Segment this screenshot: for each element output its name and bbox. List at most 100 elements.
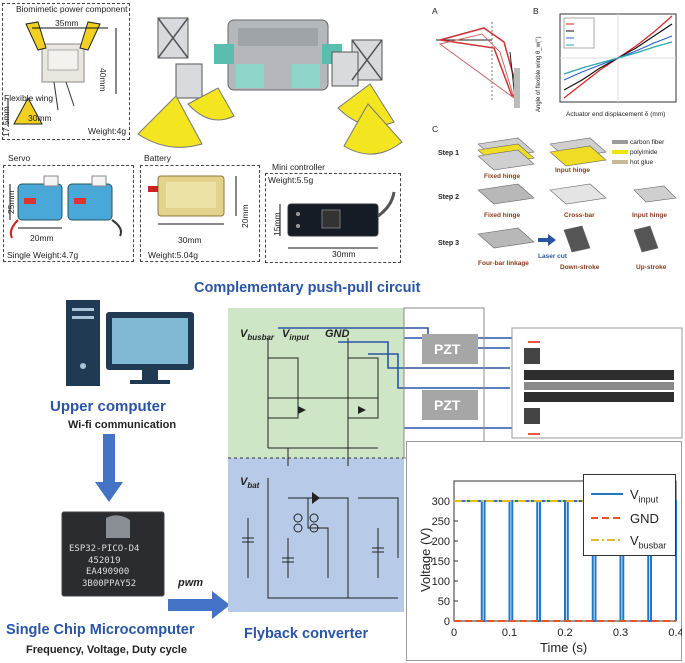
v-bat-main: V — [240, 476, 248, 488]
power-component-panel — [2, 3, 130, 140]
dim-17-5mm: 17.5mm — [1, 106, 11, 137]
battery-title: Battery — [144, 153, 171, 163]
voltage-legend — [583, 474, 676, 556]
legend-v-input-main: V — [630, 487, 639, 502]
gnd-label: GND — [325, 328, 350, 340]
y-tick-label-0: 0 — [444, 616, 450, 628]
step2-fixed-hinge: Fixed hinge — [484, 212, 521, 219]
v-input-main: V — [282, 328, 290, 340]
panel-c-label: C — [432, 124, 439, 134]
fabrication-steps — [477, 137, 677, 253]
circuit-title: Complementary push-pull circuit — [194, 280, 421, 296]
step-2-label: Step 2 — [438, 194, 460, 201]
y-tick-label-3: 150 — [432, 556, 450, 568]
material-polyimide: polyimide — [630, 149, 658, 156]
pzt-top-label: PZT — [434, 341, 461, 357]
x-tick-label-3: 0.3 — [613, 627, 628, 639]
material-carbon-fiber: carbon fiber — [630, 139, 665, 146]
v-busbar-sub: busbar — [247, 333, 275, 343]
voltage-legend-keys — [591, 493, 623, 541]
step1-fixed-hinge: Fixed hinge — [484, 173, 521, 180]
x-tick-label-0: 0 — [451, 627, 457, 639]
wing-angle-chart — [559, 13, 677, 103]
power-component-photo — [7, 21, 117, 126]
linkage-diagram — [436, 22, 520, 109]
servo-panel — [3, 165, 134, 262]
scm-subtitle: Frequency, Voltage, Duty cycle — [26, 644, 187, 656]
mini-controller-weight: Weight:5.5g — [268, 175, 314, 185]
x-tick-label-4: 0.4 — [668, 627, 682, 639]
step3-laser-cut: Laser cut — [538, 253, 567, 260]
pwm-label: pwm — [178, 577, 204, 589]
v-input-label: Vinput — [282, 328, 309, 342]
step3-up-stroke: Up-stroke — [636, 264, 667, 271]
upper-computer-icon — [66, 300, 194, 386]
chip-text-1: ESP32-PICO-D4 — [69, 544, 140, 554]
dim-35mm: 35mm — [55, 18, 79, 28]
wing-angle-ylabel: Angle of flexible wing θ_w(°) — [536, 36, 542, 112]
x-tick-label-1: 0.1 — [502, 627, 517, 639]
flyback-label: Flyback converter — [244, 626, 369, 642]
mini-controller-photo — [279, 191, 396, 249]
v-bat-label: Vbat — [240, 476, 259, 490]
v-busbar-label: Vbusbar — [240, 328, 274, 342]
step3-four-bar-linkage: Four-bar linkage — [478, 260, 529, 267]
y-tick-label-5: 250 — [432, 516, 450, 528]
wifi-label: Wi-fi communication — [68, 419, 177, 431]
battery-photo — [148, 175, 237, 225]
dim-30mm-wing: 30mm — [28, 113, 52, 123]
dim-40mm: 40mm — [98, 68, 108, 92]
wing-angle-xlabel: Actuator end displacement δ (mm) — [566, 111, 666, 118]
servo-title: Servo — [8, 153, 31, 163]
chip-text-4: 3B00PPAY52 — [82, 579, 137, 589]
voltage-chart-ylabel: Voltage (V) — [418, 527, 433, 592]
y-tick-label-2: 100 — [432, 576, 450, 588]
circuit-diagram — [228, 307, 683, 612]
step-1-label: Step 1 — [438, 150, 460, 157]
chip-text-2: 452019 — [88, 556, 121, 566]
panel-b-label: B — [533, 6, 539, 16]
pzt-bottom-label: PZT — [434, 397, 461, 413]
voltage-chart-xlabel: Time (s) — [540, 640, 588, 655]
upper-computer-label: Upper computer — [50, 398, 166, 415]
step2-cross-bar: Cross-bar — [564, 212, 595, 219]
power-weight: Weight:4g — [88, 126, 127, 136]
down-arrow — [95, 434, 123, 502]
chip-text-3: EA490900 — [86, 567, 130, 577]
y-tick-label-6: 300 — [432, 496, 450, 508]
v-busbar-main: V — [240, 328, 248, 340]
dim-20mm-battery: 20mm — [240, 204, 250, 228]
y-tick-label-4: 200 — [432, 536, 450, 548]
legend-v-input-sub: input — [638, 494, 659, 505]
panel-a-label: A — [432, 6, 438, 16]
legend-v-input: Vinput — [630, 487, 658, 505]
x-tick-label-2: 0.2 — [557, 627, 572, 639]
legend-v-busbar-sub: busbar — [638, 540, 667, 551]
y-tick-label-1: 50 — [438, 596, 450, 608]
dim-30mm-battery: 30mm — [178, 235, 202, 245]
servo-photo — [9, 175, 122, 239]
legend-v-busbar-main: V — [630, 533, 639, 548]
flexible-wing-label: Flexible wing — [4, 93, 54, 103]
mini-controller-panel — [265, 173, 401, 263]
mini-controller-title: Mini controller — [272, 162, 325, 172]
material-hot-glue: hot glue — [630, 159, 654, 166]
pwm-arrow — [168, 591, 230, 619]
step1-input-hinge: Input hinge — [555, 167, 591, 174]
voltage-chart: 0 0.1 0.2 0.3 0.4 0 50 100 150 200 250 300 — [432, 480, 682, 639]
scm-title: Single Chip Microcomputer — [6, 622, 195, 638]
battery-panel — [140, 165, 260, 262]
power-component-title: Biomimetic power component — [16, 4, 128, 14]
legend-v-busbar: Vbusbar — [630, 533, 666, 551]
step-3-label: Step 3 — [438, 240, 460, 247]
robot-render — [137, 17, 403, 155]
legend-gnd: GND — [630, 511, 659, 526]
dim-15mm: 15mm — [272, 212, 282, 236]
step3-down-stroke: Down-stroke — [560, 264, 600, 271]
dim-20mm-servo: 20mm — [30, 233, 54, 243]
servo-weight: Single Weight:4.7g — [7, 250, 79, 260]
v-bat-sub: bat — [247, 481, 260, 491]
dim-25mm: 25mm — [6, 190, 16, 214]
v-input-sub: input — [289, 333, 309, 343]
step2-input-hinge: Input hinge — [632, 212, 668, 219]
